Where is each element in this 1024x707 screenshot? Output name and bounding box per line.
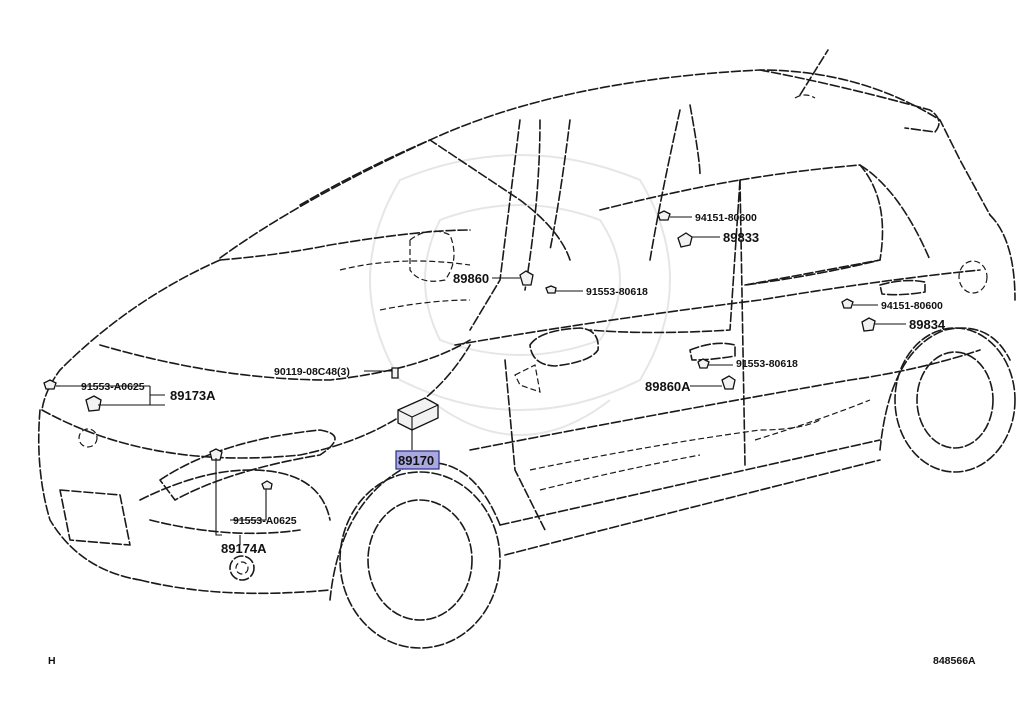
leader-lines	[56, 216, 906, 545]
bolt-90119	[391, 367, 399, 379]
part-labels: 94151-80600 89833 89860 91553-80618 9415…	[81, 212, 946, 556]
label-91553-80618-upper: 91553-80618	[586, 286, 648, 298]
label-89833: 89833	[723, 230, 759, 245]
sensor-89173A	[85, 395, 102, 412]
watermark-logo	[369, 154, 671, 436]
clip-94151-80600-upper	[657, 210, 671, 221]
label-91553-80618-lower: 91553-80618	[736, 358, 798, 370]
label-89860A: 89860A	[645, 379, 691, 394]
label-90119-08C48: 90119-08C48(3)	[274, 366, 350, 378]
label-89860: 89860	[453, 271, 489, 286]
label-91553-A0625-upper: 91553-A0625	[81, 381, 145, 393]
clip-91553-A0625-front	[43, 379, 57, 390]
label-94151-80600-upper: 94151-80600	[695, 212, 757, 224]
clip-91553-A0625-lower	[261, 480, 273, 490]
label-94151-80600-right: 94151-80600	[881, 300, 943, 312]
footer-right-code: 848566A	[933, 655, 976, 667]
label-89834: 89834	[909, 317, 946, 332]
label-89170[interactable]: 89170	[398, 453, 434, 468]
clip-91553-80618-lower	[697, 358, 710, 369]
label-89173A: 89173A	[170, 388, 216, 403]
sensor-89174A	[209, 448, 223, 461]
footer-left-code: H	[48, 655, 56, 667]
sensor-89834	[861, 317, 876, 332]
label-89174A: 89174A	[221, 541, 267, 556]
parts	[43, 210, 876, 490]
highlight-89170	[395, 450, 440, 470]
sensor-89833	[677, 232, 693, 248]
clip-94151-80600-right	[841, 298, 854, 309]
sensor-89860A	[721, 375, 736, 390]
label-91553-A0625-lower: 91553-A0625	[233, 515, 297, 527]
car-outline	[37, 49, 1016, 649]
clip-91553-80618-upper	[545, 285, 557, 294]
sensor-89860	[519, 270, 534, 286]
